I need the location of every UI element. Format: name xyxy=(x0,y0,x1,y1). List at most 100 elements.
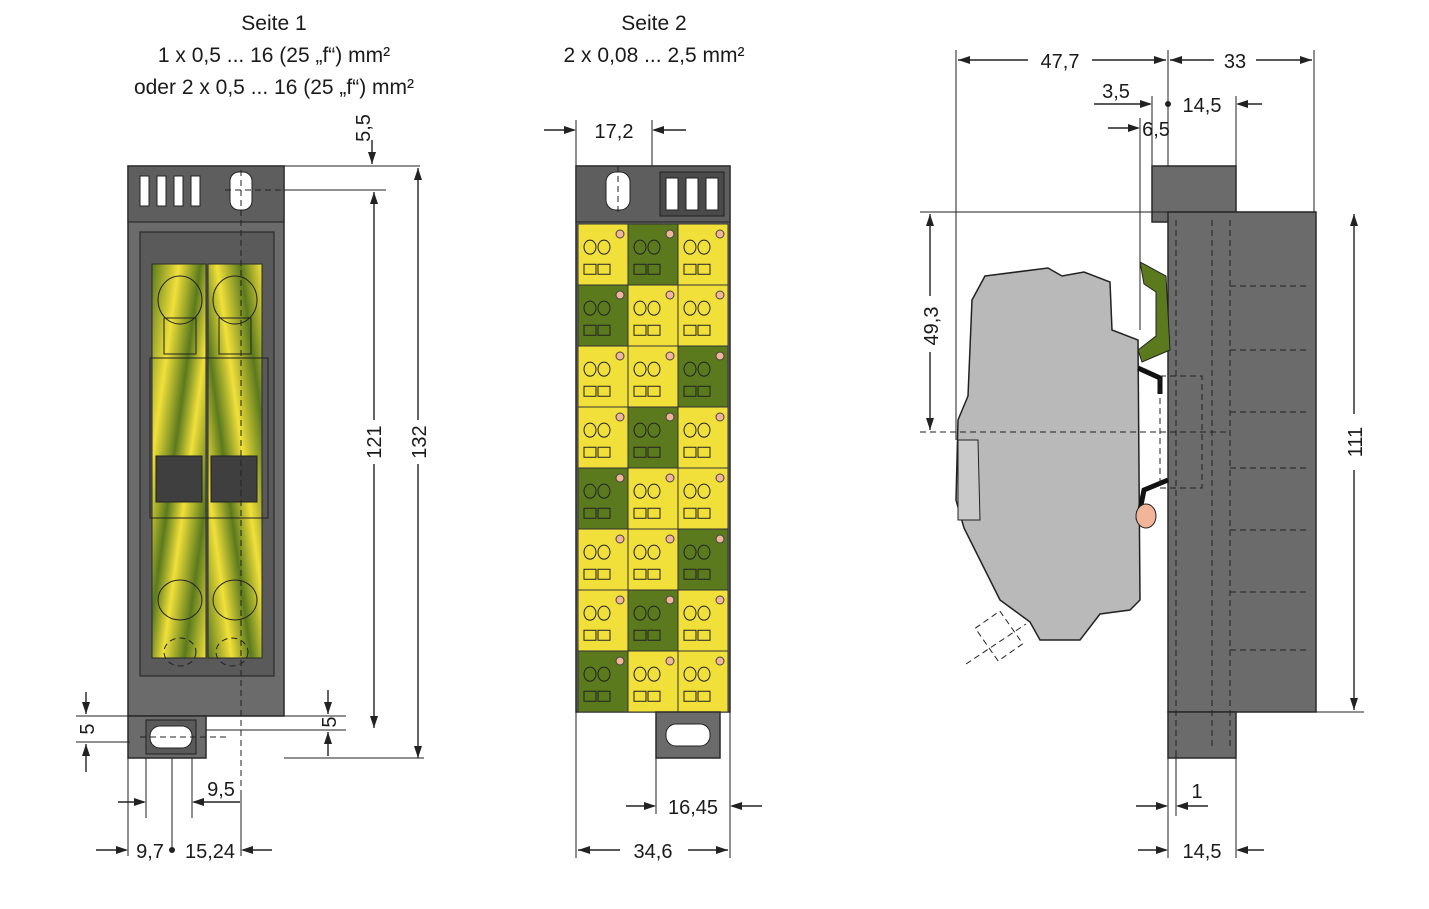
wire-entry xyxy=(633,361,647,377)
release-button xyxy=(697,385,711,397)
wire-entry xyxy=(597,544,611,560)
release-button xyxy=(683,263,697,275)
wire-entry xyxy=(647,605,661,621)
view-side-profile: 47,7 33 3,5 14,5 6,5 xyxy=(920,50,1367,863)
wire-entry xyxy=(597,605,611,621)
release-button xyxy=(633,568,647,580)
wire-entry xyxy=(683,361,697,377)
marker-dot xyxy=(715,473,725,483)
side1-top-band xyxy=(127,165,285,223)
release-button xyxy=(697,629,711,641)
wire-entry xyxy=(597,483,611,499)
side2-title: Seite 2 xyxy=(621,12,686,35)
view-side-1: Seite 1 1 x 0,5 ... 16 (25 „f“) mm² oder… xyxy=(76,12,432,863)
dim-foot-height-right: 5 xyxy=(319,716,341,727)
marker-dot xyxy=(615,351,625,361)
side-profile-rail xyxy=(957,439,981,521)
side-profile-marker xyxy=(1135,503,1157,529)
wire-entry xyxy=(647,300,661,316)
wire-entry xyxy=(697,300,711,316)
wire-entry xyxy=(683,666,697,682)
wire-entry xyxy=(583,239,597,255)
wire-entry xyxy=(697,544,711,560)
marker-dot xyxy=(665,412,675,422)
marker-dot xyxy=(715,534,725,544)
release-button xyxy=(647,690,661,702)
release-button xyxy=(633,385,647,397)
release-button xyxy=(647,324,661,336)
wire-entry xyxy=(697,483,711,499)
release-button xyxy=(597,507,611,519)
wire-entry xyxy=(683,422,697,438)
dim-overall-right: 33 xyxy=(1224,51,1246,73)
dim-left-width: 9,7 xyxy=(136,841,164,863)
wire-entry xyxy=(583,422,597,438)
wire-entry xyxy=(683,605,697,621)
marker-dot xyxy=(615,534,625,544)
wire-entry xyxy=(683,239,697,255)
release-button xyxy=(697,507,711,519)
side-profile-terminal xyxy=(955,267,1141,641)
release-button xyxy=(647,507,661,519)
wire-entry xyxy=(597,300,611,316)
marker-dot xyxy=(665,229,675,239)
wire-entry xyxy=(597,361,611,377)
release-button xyxy=(683,385,697,397)
release-button xyxy=(597,324,611,336)
marker-dot xyxy=(715,351,725,361)
marker-dot xyxy=(715,656,725,666)
release-button xyxy=(647,446,661,458)
release-button xyxy=(647,385,661,397)
dim-foot-width: 16,45 xyxy=(668,797,718,819)
marker-dot xyxy=(615,412,625,422)
wire-entry xyxy=(597,422,611,438)
release-button xyxy=(597,385,611,397)
side2-foot-hole xyxy=(665,723,711,747)
wire-entry xyxy=(583,666,597,682)
release-button xyxy=(697,324,711,336)
side-profile-wire-upper xyxy=(1136,365,1163,394)
wire-entry xyxy=(647,361,661,377)
side2-wire-range: 2 x 0,08 ... 2,5 mm² xyxy=(564,44,745,67)
wire-entry xyxy=(583,605,597,621)
dim-pitch: 9,5 xyxy=(207,779,235,801)
release-button xyxy=(597,690,611,702)
marker-dot xyxy=(715,290,725,300)
release-button xyxy=(583,324,597,336)
side1-test-slots xyxy=(139,175,201,207)
release-button xyxy=(697,446,711,458)
marker-dot xyxy=(615,473,625,483)
wire-entry xyxy=(683,544,697,560)
dim-total-width: 34,6 xyxy=(634,841,673,863)
release-button xyxy=(633,629,647,641)
release-button xyxy=(647,629,661,641)
wire-entry xyxy=(647,666,661,682)
release-button xyxy=(647,263,661,275)
marker-dot xyxy=(615,656,625,666)
dim-height-upper: 49,3 xyxy=(921,307,943,346)
release-button xyxy=(633,446,647,458)
marker-dot xyxy=(715,595,725,605)
marker-dot xyxy=(715,229,725,239)
release-button xyxy=(697,263,711,275)
release-button xyxy=(583,263,597,275)
release-button xyxy=(633,690,647,702)
release-button xyxy=(597,446,611,458)
wire-entry xyxy=(633,544,647,560)
wire-entry xyxy=(647,544,661,560)
dim-top-offset: 5,5 xyxy=(353,114,375,142)
wire-entry xyxy=(647,483,661,499)
release-button xyxy=(597,263,611,275)
dim-bottom-width: 14,5 xyxy=(1183,841,1222,863)
wire-entry xyxy=(633,605,647,621)
release-button xyxy=(597,568,611,580)
dim-bottom-gap: 1 xyxy=(1191,781,1202,803)
marker-dot xyxy=(665,351,675,361)
wire-entry xyxy=(647,239,661,255)
wire-entry xyxy=(583,361,597,377)
side1-title: Seite 1 xyxy=(241,12,306,35)
side-profile-hidden-lines xyxy=(1175,220,1310,750)
wire-entry xyxy=(683,483,697,499)
wire-entry xyxy=(633,666,647,682)
wire-entry xyxy=(633,239,647,255)
